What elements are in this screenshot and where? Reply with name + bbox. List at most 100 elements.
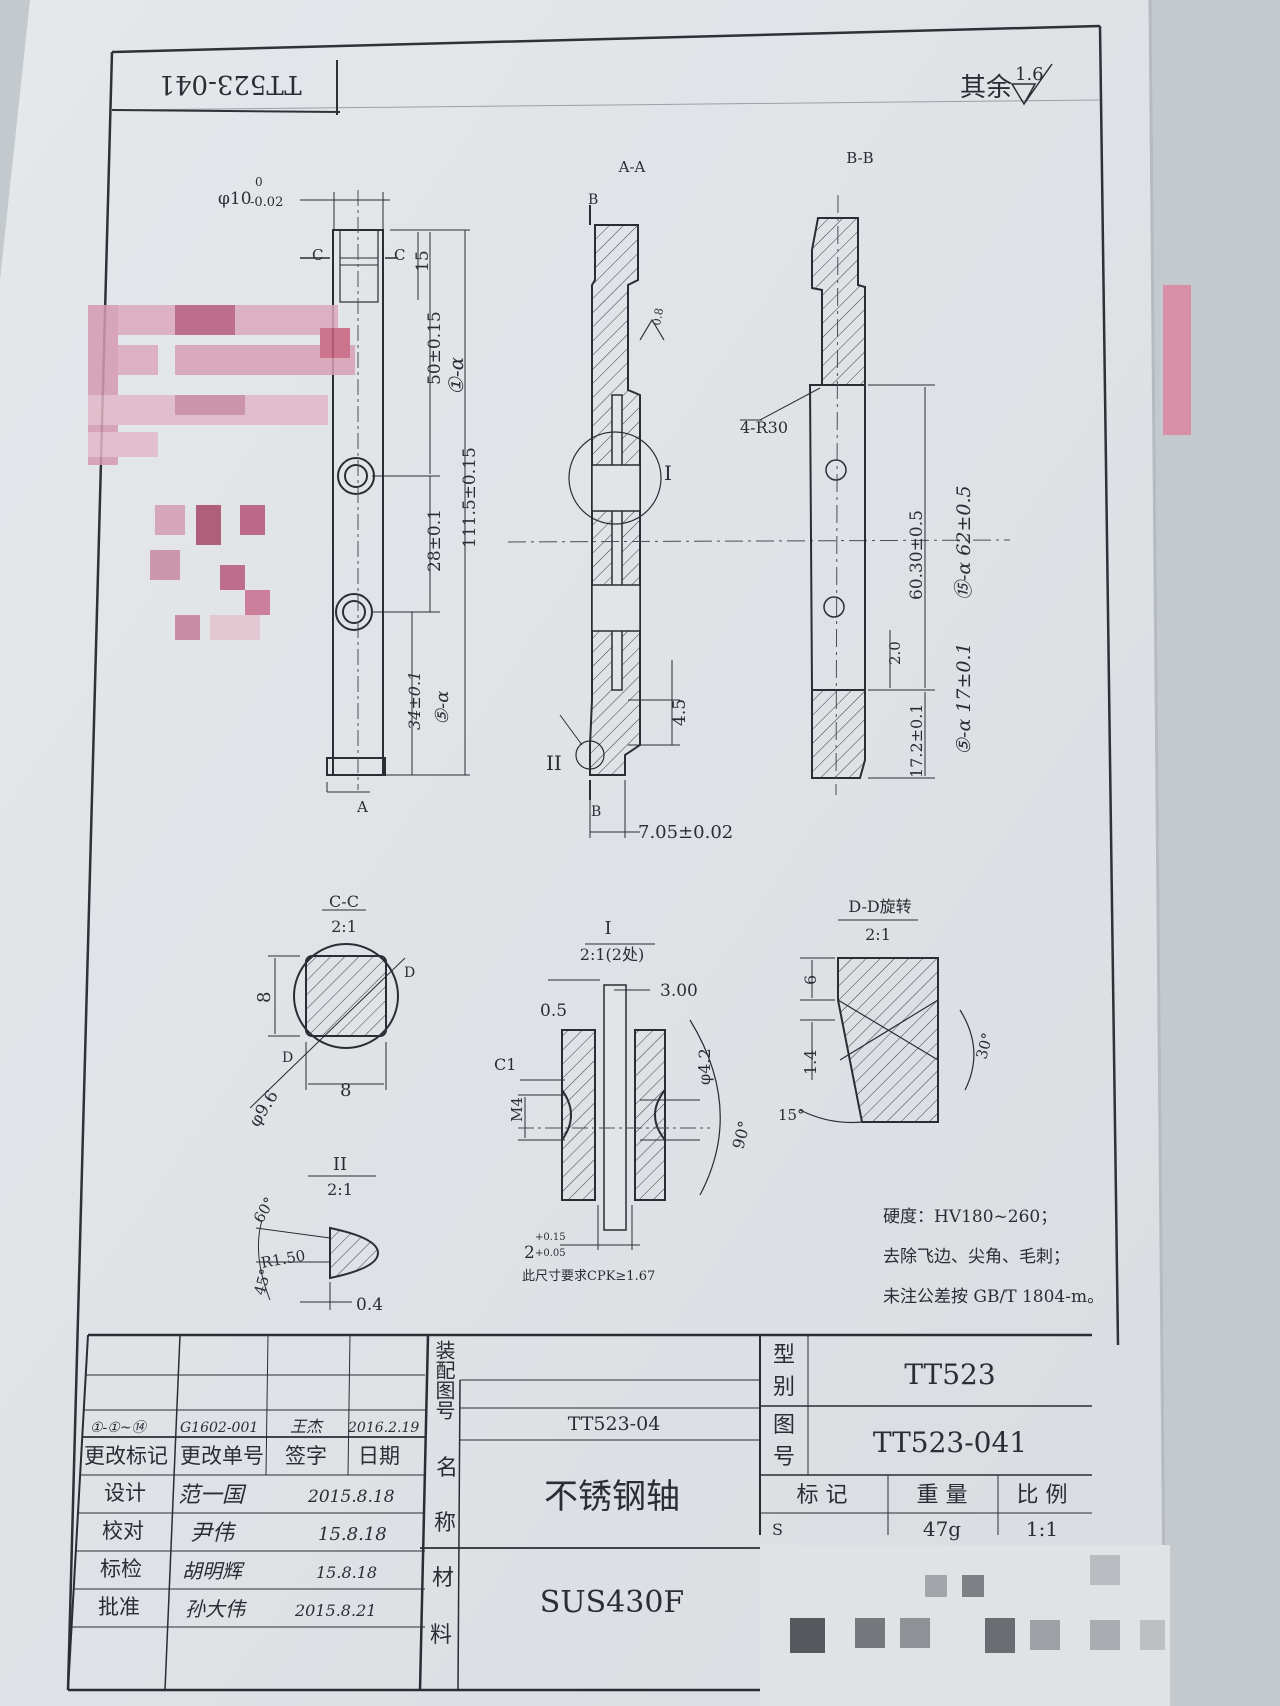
dim-phi10-tol-lower: -0.02 (250, 195, 283, 210)
section-aa-view (507, 205, 1011, 838)
section-bb-view (740, 194, 935, 796)
dim-dd-6: 6 (801, 975, 820, 985)
rev-no: G1602-001 (180, 1420, 258, 1436)
dim-28: 28±0.1 (425, 509, 445, 572)
redaction-block-left (88, 305, 355, 640)
design-sign: 范一国 (178, 1483, 247, 1508)
col-date: 日期 (358, 1444, 400, 1468)
dim-dd-15deg: 15° (778, 1106, 805, 1124)
mark-1: ①-α (444, 356, 468, 395)
type-label-1: 型 (773, 1343, 795, 1368)
name-label-2: 称 (434, 1511, 456, 1536)
name-label-1: 名 (436, 1456, 458, 1481)
dim-2-upper: +0.15 (535, 1232, 566, 1243)
approve-date: 2015.8.21 (294, 1601, 376, 1620)
detail-ii-view (255, 1175, 380, 1310)
assembly-no: TT523-04 (568, 1413, 661, 1435)
dim-705: 7.05±0.02 (638, 822, 733, 843)
std-sign: 胡明辉 (182, 1559, 245, 1583)
paper-edge-right (1148, 0, 1167, 1706)
part-name: 不锈钢轴 (544, 1477, 680, 1517)
mark-2: ⑤-α (432, 691, 453, 725)
dim-15: 15 (413, 250, 433, 272)
detail-i-scale: 2:1(2处) (580, 945, 644, 964)
detail-ii-scale: 2:1 (327, 1180, 353, 1199)
drawing-no: TT523-041 (873, 1426, 1027, 1459)
dim-phi10-tol-upper: 0 (255, 175, 263, 189)
section-aa-title: A-A (618, 158, 646, 176)
dim-300: 3.00 (660, 981, 698, 1001)
col-no: 更改单号 (180, 1444, 264, 1468)
section-dd-title: D-D旋转 (848, 897, 911, 916)
material: SUS430F (540, 1585, 684, 1620)
note-2: 去除飞边、尖角、毛刺； (883, 1247, 1070, 1267)
drawing-no-rotated: TT523-041 (158, 69, 301, 99)
rev-sign: 王杰 (290, 1417, 324, 1436)
section-cc-scale: 2:1 (331, 917, 357, 936)
section-cc-view (249, 909, 406, 1109)
label-d-top: D (404, 965, 415, 981)
surface-rest-value: 1.6 (1015, 64, 1044, 85)
col-sign: 签字 (285, 1444, 327, 1468)
section-c-right: C (394, 246, 405, 264)
section-a-label: A (356, 798, 368, 816)
detail-i-title: I (604, 918, 611, 939)
roughness-08: 0.8 (650, 307, 666, 326)
row-std: 标检 (100, 1557, 142, 1581)
main-view (300, 190, 470, 793)
weight-label: 重 量 (917, 1483, 968, 1508)
dim-05: 0.5 (540, 1001, 567, 1021)
type-label-2: 别 (773, 1375, 795, 1400)
mark-17: ⑤-α 17±0.1 (953, 642, 975, 755)
detail-i-view (518, 943, 721, 1250)
roughness-symbol-icon (1010, 63, 1053, 106)
dim-45: 4.5 (670, 699, 690, 726)
std-date: 15.8.18 (316, 1563, 377, 1582)
material-label-2: 料 (430, 1623, 452, 1648)
detail-i-label: I (664, 461, 672, 485)
material-label-1: 材 (432, 1566, 454, 1591)
dim-r30: 4-R30 (740, 418, 788, 437)
dim-2-lower: +0.05 (535, 1248, 566, 1259)
row-check: 校对 (102, 1519, 144, 1543)
type-value: TT523 (904, 1358, 995, 1391)
redaction-block-right (760, 1545, 1170, 1706)
section-b-top: B (588, 192, 598, 208)
mark-value: S (772, 1520, 783, 1539)
section-cc-title: C-C (329, 892, 359, 911)
detail-ii-title: II (333, 1154, 347, 1175)
rev-mark: ①-①~⑭ (90, 1420, 148, 1436)
dim-c1: C1 (494, 1055, 516, 1074)
dim-dd-14: 1.4 (801, 1050, 820, 1075)
check-date: 15.8.18 (318, 1524, 387, 1545)
assembly-label: 装配图号 (432, 1340, 456, 1420)
dim-2: 2 (524, 1243, 535, 1263)
col-mark: 更改标记 (84, 1444, 168, 1468)
title-block-grid (67, 1333, 1092, 1692)
dim-111: 111.5±0.15 (460, 447, 480, 548)
mark-label: 标 记 (797, 1483, 848, 1508)
mark-62: ⑮-α 62±0.5 (953, 485, 975, 600)
section-c-left: C (312, 246, 323, 264)
dim-42: φ4.2 (695, 1048, 714, 1085)
section-dd-view (799, 919, 975, 1124)
paper-sheet (0, 0, 1165, 1706)
note-3: 未注公差按 GB/T 1804-m。 (883, 1287, 1104, 1307)
approve-sign: 孙大伟 (185, 1597, 247, 1621)
surface-rest-label: 其余 (960, 73, 1012, 103)
dim-20: 2.0 (886, 641, 904, 665)
dim-m4: M4 (508, 1097, 526, 1122)
dim-cc-8-h: 8 (340, 1080, 351, 1101)
weight-value: 47g (923, 1517, 961, 1541)
dim-phi10: φ10 (218, 189, 252, 209)
drawing-label-2: 号 (773, 1445, 795, 1470)
design-date: 2015.8.18 (307, 1487, 395, 1507)
section-dd-scale: 2:1 (865, 925, 891, 944)
dim-50: 50±0.15 (425, 311, 445, 385)
check-sign: 尹伟 (190, 1521, 237, 1546)
row-design: 设计 (104, 1481, 146, 1505)
row-approve: 批准 (98, 1595, 140, 1619)
dim-34: 34±0.1 (405, 671, 424, 730)
drawing-label-1: 图 (773, 1413, 795, 1438)
